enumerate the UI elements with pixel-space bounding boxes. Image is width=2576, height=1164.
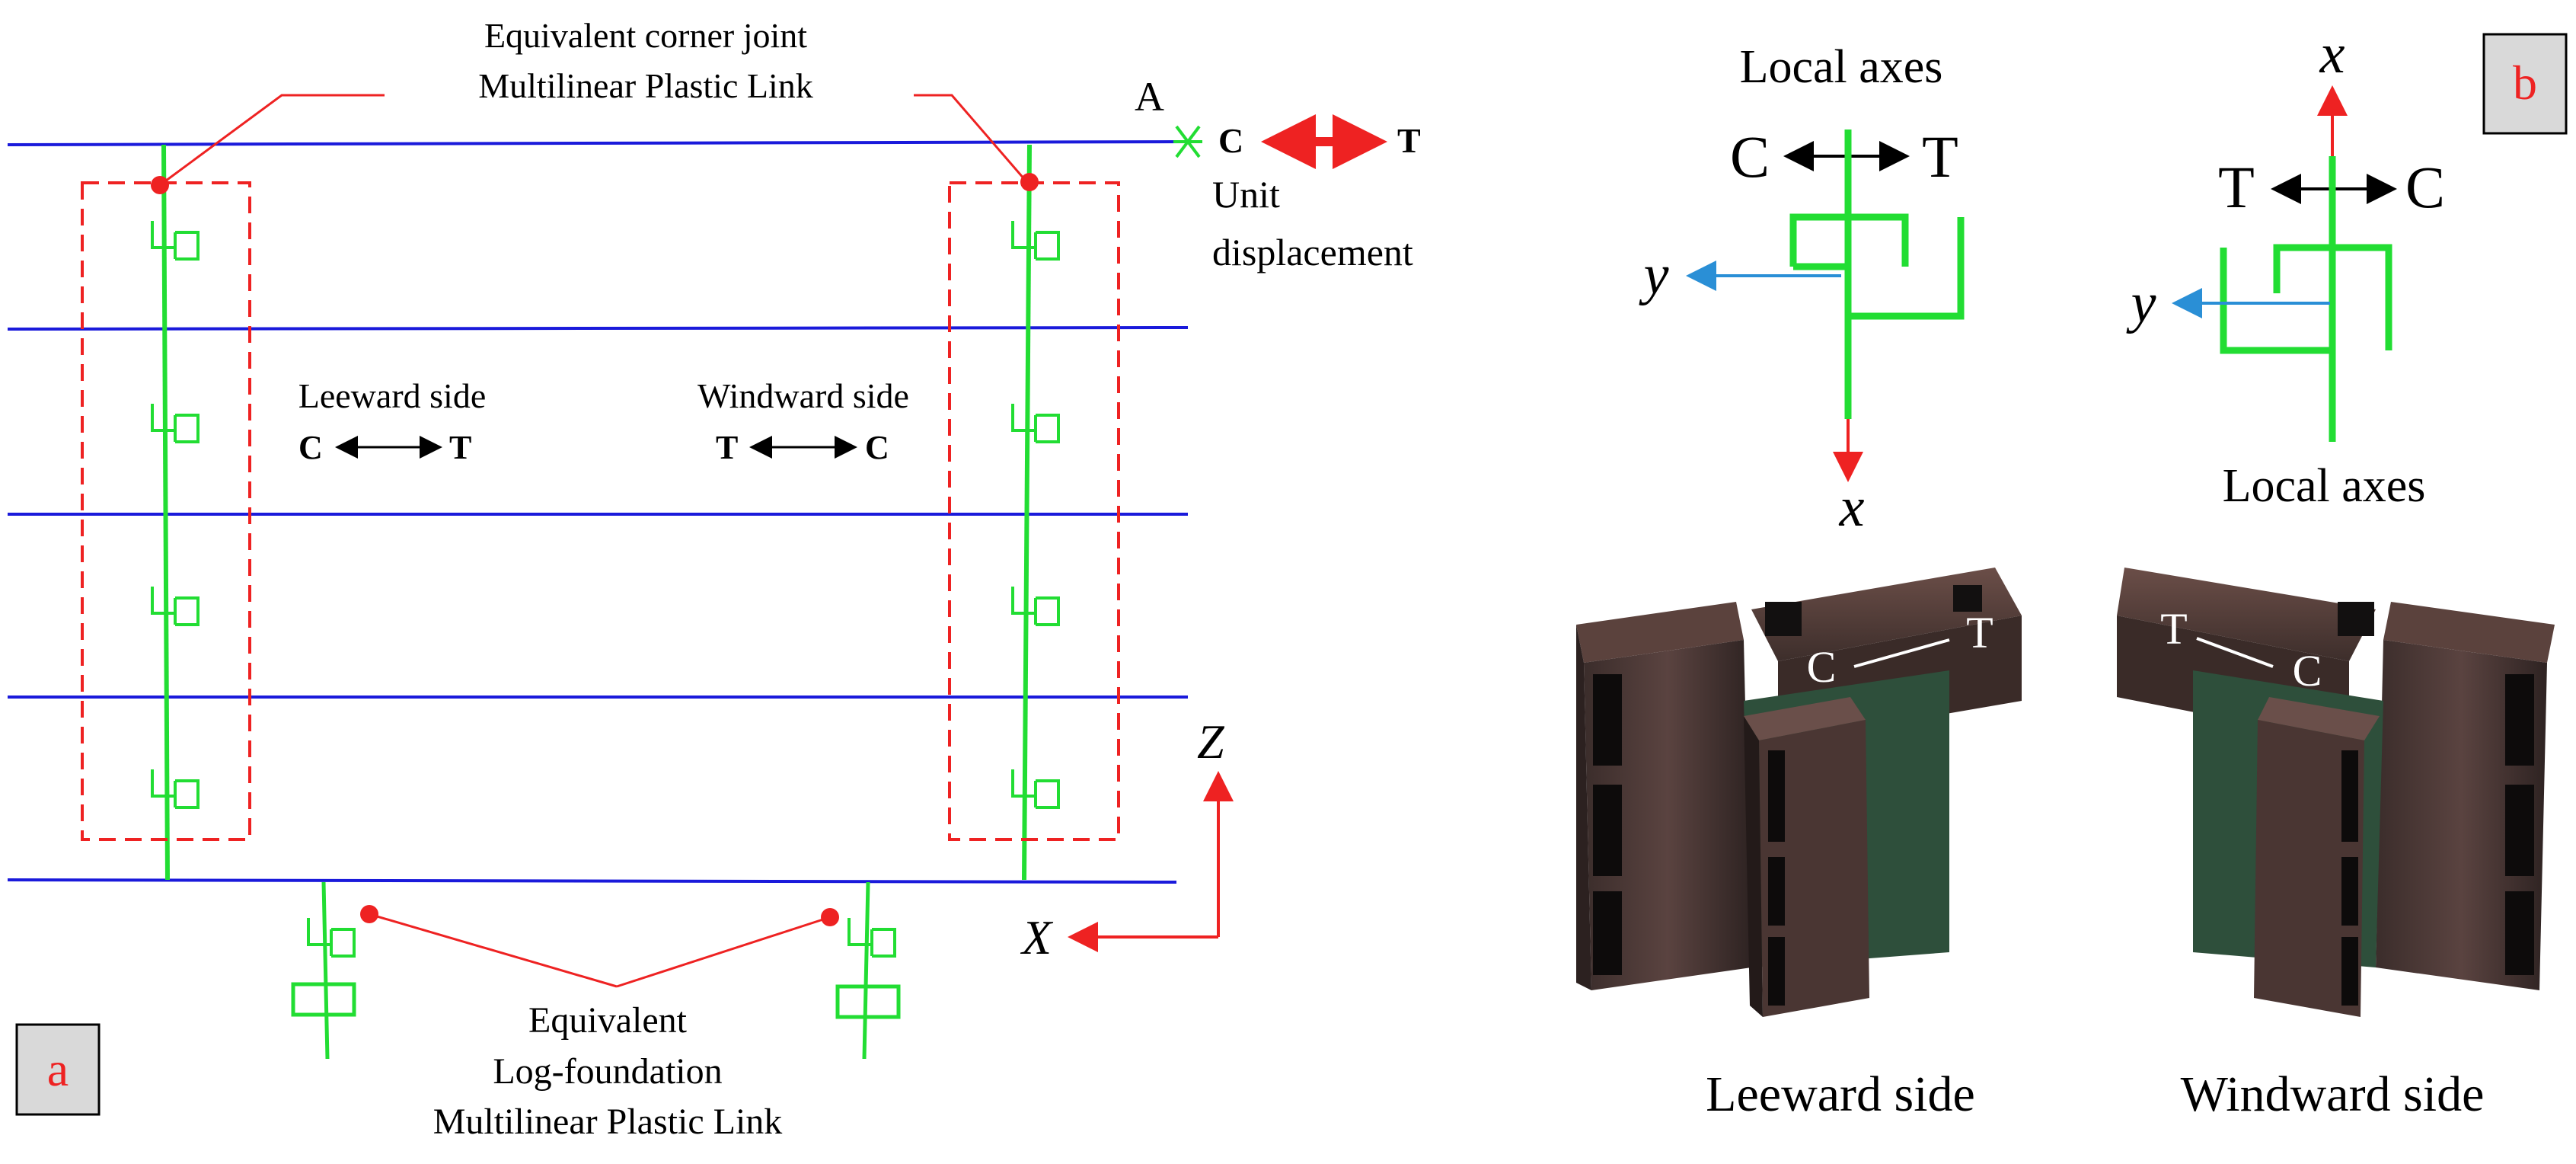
link-icon xyxy=(151,402,200,443)
left-c-label: C xyxy=(1730,123,1770,190)
photo-right-c: C xyxy=(2293,646,2322,696)
disp-t-label: T xyxy=(1397,121,1421,160)
right-x-label: x xyxy=(2319,23,2345,85)
foundation-block-icon xyxy=(835,984,901,1019)
foundation-label-line2: Log-foundation xyxy=(493,1051,722,1092)
side-labels-a: Leeward side C T Windward side T C xyxy=(298,376,909,466)
panel-b-badge: b xyxy=(2482,33,2568,135)
beam-bottom xyxy=(7,878,1177,884)
leader-line xyxy=(914,94,1031,186)
left-y-label: y xyxy=(1639,244,1669,306)
corner-label-line2: Multilinear Plastic Link xyxy=(478,66,813,105)
link-icon xyxy=(1011,585,1060,626)
left-local-axes: Local axes C T x y xyxy=(1639,41,1965,539)
unit-label: Unit xyxy=(1212,173,1280,216)
right-c-label: C xyxy=(2405,154,2445,220)
disp-c-label: C xyxy=(1218,121,1243,160)
panel-a: Equivalent corner joint Multilinear Plas… xyxy=(7,16,1421,1142)
windward-joint-photo: T C xyxy=(2117,568,2555,1017)
displacement-label: displacement xyxy=(1212,231,1413,273)
leeward-label: Leeward side xyxy=(298,376,487,415)
photo-right-arrow xyxy=(2196,637,2274,668)
right-joint-glyph xyxy=(2220,156,2392,442)
corner-box-right xyxy=(948,181,1120,841)
photo-right-t: T xyxy=(2160,604,2187,654)
foundation-links: Equivalent Log-foundation Multilinear Pl… xyxy=(291,881,901,1142)
link-icon xyxy=(151,585,200,626)
foundation-link-icon xyxy=(847,916,896,958)
corner-boxes xyxy=(81,181,1120,841)
point-a-label: A xyxy=(1135,74,1164,120)
leader-line xyxy=(616,916,831,988)
column-left xyxy=(161,144,170,881)
caption-windward: Windward side xyxy=(2181,1066,2485,1122)
left-joint-glyph xyxy=(1789,130,1965,419)
windward-label: Windward side xyxy=(697,376,909,415)
x-axis-label: X xyxy=(1020,910,1054,964)
load-point-icon xyxy=(1173,125,1202,158)
corner-joint-dot xyxy=(1020,173,1039,191)
caption-leeward: Leeward side xyxy=(1706,1066,1975,1122)
leeward-t: T xyxy=(449,429,471,466)
leader-line xyxy=(369,913,618,988)
left-x-label: x xyxy=(1839,476,1865,539)
windward-t: T xyxy=(716,429,738,466)
unit-displacement: A C T Unit displacement xyxy=(1135,74,1421,273)
panel-b: b Local axes C T x y x T C xyxy=(1576,23,2568,1122)
photo-left-t: T xyxy=(1966,608,1993,657)
foundation-label-line1: Equivalent xyxy=(528,1000,688,1041)
foundation-block-icon xyxy=(291,982,356,1017)
link-icon xyxy=(1011,402,1060,443)
column-right xyxy=(1022,144,1032,881)
right-axes-title: Local axes xyxy=(2223,460,2426,512)
z-axis-label: Z xyxy=(1197,715,1225,769)
leader-line xyxy=(159,94,385,187)
panel-a-badge: a xyxy=(15,1023,101,1116)
corner-joint-dot xyxy=(151,176,169,194)
right-local-axes: x T C y Local axes xyxy=(2126,23,2445,512)
badge-b-label: b xyxy=(2513,56,2537,110)
leeward-joint-photo: C T xyxy=(1576,568,2022,1017)
corner-label-line1: Equivalent corner joint xyxy=(484,16,807,55)
windward-c: C xyxy=(865,429,889,466)
link-icon xyxy=(1011,219,1060,261)
left-axes-title: Local axes xyxy=(1740,41,1943,93)
foundation-link-icon xyxy=(307,916,356,958)
link-icon xyxy=(151,219,200,261)
photo-left-c: C xyxy=(1807,642,1837,692)
link-icon xyxy=(151,768,200,809)
foundation-label-line3: Multilinear Plastic Link xyxy=(433,1102,783,1142)
beam-lines xyxy=(7,140,1189,884)
photo-left-arrow xyxy=(1853,638,1950,668)
leeward-c: C xyxy=(298,429,323,466)
badge-a-label: a xyxy=(47,1042,69,1096)
right-t-label: T xyxy=(2218,154,2255,220)
beam-top xyxy=(7,140,1189,146)
beam-2 xyxy=(7,326,1189,331)
link-icon xyxy=(1011,768,1060,809)
right-y-label: y xyxy=(2126,272,2156,334)
global-axes: Z X xyxy=(1020,715,1234,964)
column-lines xyxy=(161,144,1032,881)
left-t-label: T xyxy=(1922,123,1958,190)
corner-callout: Equivalent corner joint Multilinear Plas… xyxy=(151,16,1039,194)
